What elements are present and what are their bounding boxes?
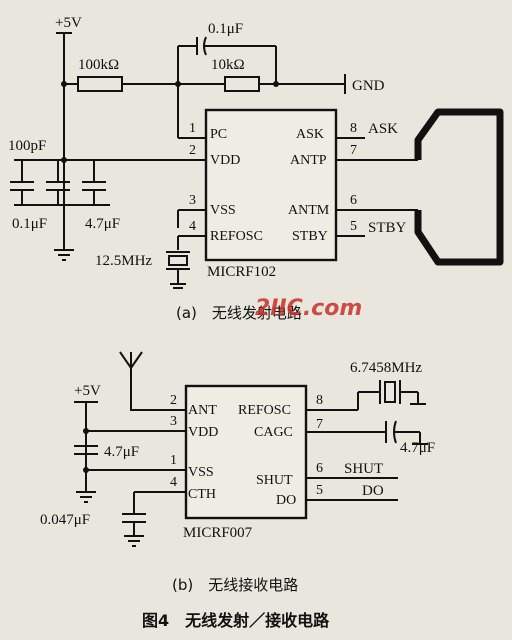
- rx-pin-number: 3: [170, 414, 177, 429]
- tx-r2-label: 10kΩ: [211, 57, 245, 73]
- tx-crystal: [168, 255, 188, 266]
- tx-r2-resistor: [224, 76, 260, 92]
- rx-crystal: [384, 381, 396, 403]
- rx-pin-name: VSS: [188, 465, 214, 480]
- rx-pin-name: ANT: [188, 403, 217, 418]
- tx-r1-resistor: [77, 76, 123, 92]
- rx-c047-label: 0.047μF: [40, 512, 90, 528]
- rx-pin-number: 1: [170, 453, 177, 468]
- tx-pin-number: 1: [189, 121, 196, 136]
- tx-chip-label: MICRF102: [207, 264, 276, 280]
- rx-chip-label: MICRF007: [183, 525, 253, 541]
- rx-pin-name: CTH: [188, 487, 216, 502]
- rx-pin-name: REFOSC: [238, 403, 291, 418]
- rx-pin-name: VDD: [188, 425, 218, 440]
- rx-pin-name: DO: [276, 493, 296, 508]
- tx-pin-name: VSS: [210, 203, 236, 218]
- tx-pin-number: 8: [350, 121, 357, 136]
- tx-c01-label: 0.1μF: [12, 216, 47, 232]
- tx-junction: [61, 81, 67, 87]
- rx-pin-number: 7: [316, 417, 323, 432]
- tx-ask-net: ASK: [368, 121, 398, 137]
- tx-pin-name: VDD: [210, 153, 240, 168]
- rx-pin-number: 4: [170, 475, 177, 490]
- rx-shut-net: SHUT: [344, 461, 383, 477]
- tx-pin-name: STBY: [292, 229, 328, 244]
- figure-caption: 图4 无线发射／接收电路: [142, 611, 330, 630]
- transmitter-circuit: +5V 100kΩ 10kΩ GND 0.1μF 100pF: [8, 15, 504, 322]
- tx-pin-number: 4: [189, 219, 196, 234]
- rx-pin-number: 5: [316, 483, 323, 498]
- rx-cagc-label: 4.7μF: [400, 440, 435, 456]
- rx-pin-number: 6: [316, 461, 323, 476]
- tx-stby-net: STBY: [368, 220, 407, 236]
- rx-chip-micrf007: [184, 384, 308, 520]
- rx-do-net: DO: [362, 483, 384, 499]
- tx-pin-number: 5: [350, 219, 357, 234]
- tx-junction: [61, 157, 67, 163]
- watermark-logo: 2IIC.com: [255, 296, 362, 321]
- tx-pin-number: 3: [189, 193, 196, 208]
- tx-pin-name: PC: [210, 127, 227, 142]
- rx-pin-name: SHUT: [256, 473, 293, 488]
- rx-caption: (b) 无线接收电路: [172, 576, 298, 594]
- tx-pin-number: 6: [350, 193, 357, 208]
- rx-supply-label: +5V: [74, 383, 101, 399]
- tx-supply-label: +5V: [55, 15, 82, 31]
- rx-pin-number: 8: [316, 393, 323, 408]
- rx-c47-label: 4.7μF: [104, 444, 139, 460]
- tx-caption: (a) 无线发射电路: [176, 304, 302, 322]
- receiver-circuit: +5V 4.7μF 0.047μF MICRF007 2 ANT 3 VDD: [40, 351, 435, 594]
- tx-pin-name: ANTP: [290, 153, 327, 168]
- antenna-icon: [119, 351, 186, 411]
- tx-pin-number: 2: [189, 143, 196, 158]
- tx-junction: [273, 81, 279, 87]
- tx-pin-name: ASK: [296, 127, 324, 142]
- rx-junction: [83, 467, 89, 473]
- tx-c100p-label: 100pF: [8, 138, 46, 154]
- watermark: 2IIC.com: [255, 296, 362, 321]
- tx-pin-number: 7: [350, 143, 357, 158]
- tx-chip-micrf102: [204, 108, 338, 262]
- rx-pin-name: CAGC: [254, 425, 293, 440]
- tx-ctop-label: 0.1μF: [208, 21, 243, 37]
- rx-pin-number: 2: [170, 393, 177, 408]
- rx-crystal-label: 6.7458MHz: [350, 360, 422, 376]
- tx-gnd-label: GND: [352, 78, 385, 94]
- tx-r1-label: 100kΩ: [78, 57, 119, 73]
- tx-crystal-label: 12.5MHz: [95, 253, 152, 269]
- tx-c47-label: 4.7μF: [85, 216, 120, 232]
- loop-antenna-icon: [414, 108, 504, 266]
- tx-pin-name: ANTM: [288, 203, 330, 218]
- tx-ctop-plate: [203, 36, 207, 56]
- tx-pin-name: REFOSC: [210, 229, 263, 244]
- rx-junction: [83, 428, 89, 434]
